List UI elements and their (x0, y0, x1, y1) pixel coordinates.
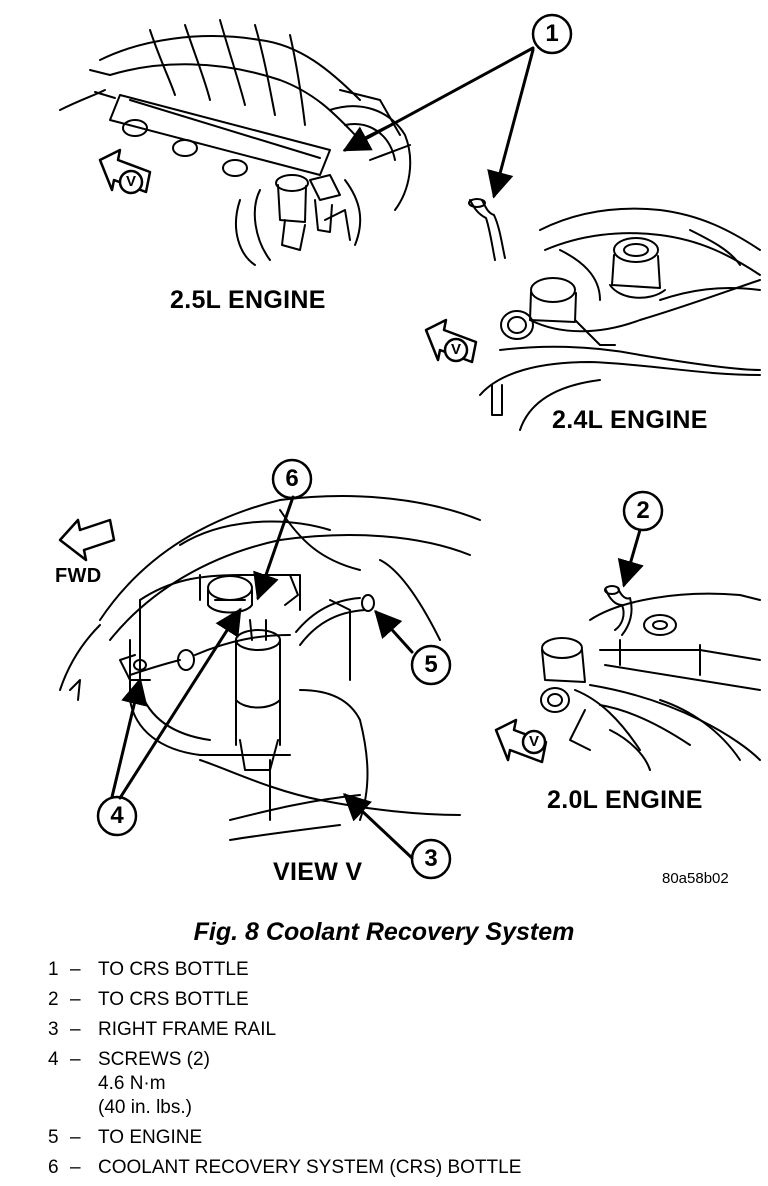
callout-2: 2 (636, 497, 650, 524)
legend-number: 1 (48, 959, 59, 980)
legend-number: 2 (48, 989, 59, 1010)
view-v-label: VIEW V (273, 858, 363, 886)
figure-code: 80a58b02 (662, 870, 729, 887)
legend-text: RIGHT FRAME RAIL (98, 1019, 277, 1040)
engine-25-label: 2.5L ENGINE (170, 286, 326, 314)
callout-4: 4 (110, 802, 124, 829)
view-marker-24: V (450, 341, 461, 358)
legend-item: 5 – TO ENGINE (48, 1126, 521, 1150)
engine-24-label: 2.4L ENGINE (552, 406, 708, 434)
leader-lines (110, 46, 644, 860)
legend-text: SCREWS (2) (98, 1049, 210, 1070)
legend-dash: – (70, 989, 81, 1010)
callout-5: 5 (424, 651, 438, 678)
figure-caption: Fig. 8 Coolant Recovery System (193, 918, 575, 946)
view-arrows (58, 148, 548, 764)
callout-6: 6 (285, 465, 299, 492)
legend-dash: – (70, 1019, 81, 1040)
callout-circles (96, 13, 664, 880)
legend-number: 4 (48, 1049, 59, 1070)
legend-dash: – (70, 959, 81, 980)
legend-item: 2 – TO CRS BOTTLE (48, 988, 521, 1012)
legend: 1 – TO CRS BOTTLE 2 – TO CRS BOTTLE 3 – … (48, 958, 521, 1180)
legend-text: TO CRS BOTTLE (98, 989, 249, 1010)
legend-number: 3 (48, 1019, 59, 1040)
view-v-sketch (59, 495, 481, 841)
view-marker-25: V (125, 173, 136, 190)
coolant-system-illustration (58, 13, 761, 880)
callout-3: 3 (424, 845, 438, 872)
legend-text: TO CRS BOTTLE (98, 959, 249, 980)
fwd-label: FWD (55, 565, 102, 587)
view-marker-20: V (528, 733, 539, 750)
engine-24-sketch (468, 198, 761, 431)
engine-25-sketch (59, 19, 412, 266)
legend-text: COOLANT RECOVERY SYSTEM (CRS) BOTTLE (98, 1157, 522, 1178)
legend-text: TO ENGINE (98, 1127, 203, 1148)
legend-number: 6 (48, 1157, 59, 1178)
engine-20-label: 2.0L ENGINE (547, 786, 703, 814)
legend-item: 4 – SCREWS (2) 4.6 N·m (40 in. lbs.) (48, 1048, 521, 1120)
legend-dash: – (70, 1157, 81, 1178)
legend-dash: – (70, 1049, 81, 1070)
legend-subtext: (40 in. lbs.) (98, 1097, 192, 1118)
legend-number: 5 (48, 1127, 59, 1148)
legend-item: 1 – TO CRS BOTTLE (48, 958, 521, 982)
legend-subtext: 4.6 N·m (98, 1073, 166, 1094)
engine-20-sketch (540, 585, 761, 771)
legend-item: 6 – COOLANT RECOVERY SYSTEM (CRS) BOTTLE (48, 1156, 521, 1180)
callout-1: 1 (545, 20, 559, 47)
legend-dash: – (70, 1127, 81, 1148)
legend-item: 3 – RIGHT FRAME RAIL (48, 1018, 521, 1042)
